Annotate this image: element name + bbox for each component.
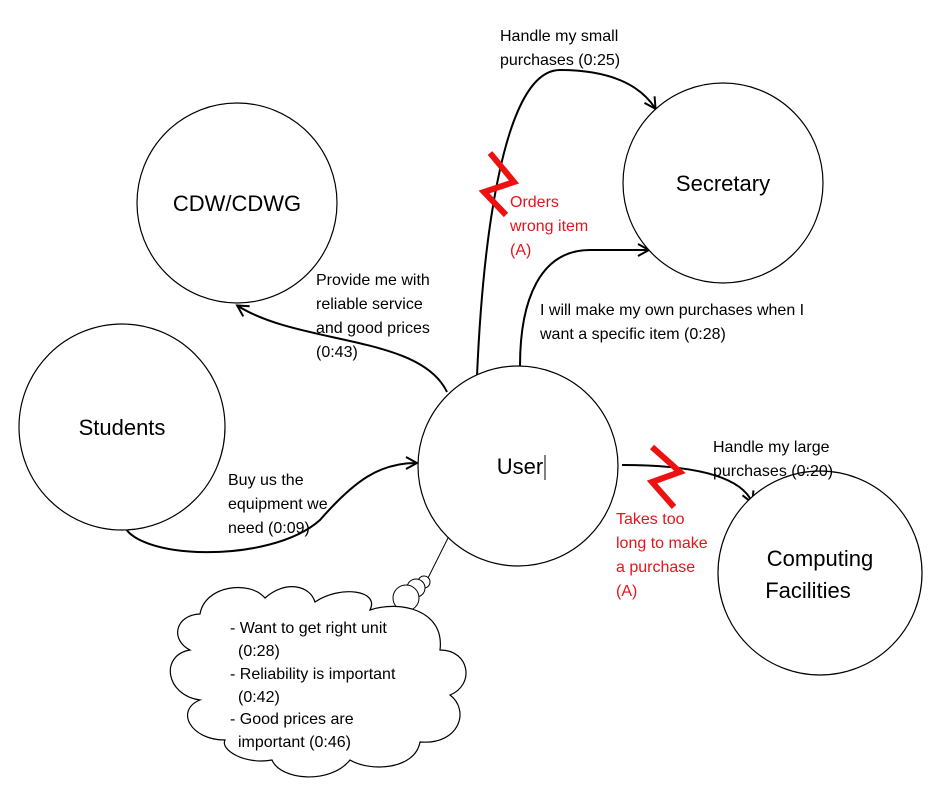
node-cdw: CDW/CDWG: [136, 102, 338, 304]
label-line: want a specific item (0:28): [539, 326, 726, 343]
label-line: Provide me with: [316, 272, 430, 289]
label-line: Orders: [510, 194, 559, 211]
breakdown-bolt-icon: [646, 444, 686, 509]
label-line: long to make: [616, 535, 708, 552]
node-user: User: [417, 365, 619, 567]
node-computing-label-2: Facilities: [765, 578, 851, 603]
label-line: equipment we: [228, 496, 328, 513]
node-secretary: Secretary: [622, 82, 824, 284]
label-line: Takes too: [616, 511, 685, 528]
label-line: wrong item: [509, 218, 588, 235]
thought-cloud: - Want to get right unit (0:28) - Reliab…: [169, 537, 467, 778]
thought-line: important (0:46): [238, 734, 351, 751]
node-secretary-label: Secretary: [676, 171, 770, 196]
label-line: need (0:09): [228, 520, 310, 537]
thought-line: - Reliability is important: [230, 666, 396, 683]
thought-line: - Good prices are: [230, 711, 354, 728]
label-line: (A): [616, 583, 637, 600]
thought-line: (0:42): [238, 689, 280, 706]
label-line: and good prices: [316, 320, 430, 337]
breakdown-orders-wrong: Orders wrong item (A): [509, 194, 588, 259]
label-line: purchases (0:25): [500, 52, 620, 69]
label-students-buy: Buy us the equipment we need (0:09): [228, 472, 328, 537]
label-small-purchases: Handle my small purchases (0:25): [500, 28, 620, 69]
label-line: Handle my small: [500, 28, 618, 45]
node-computing-label-1: Computing: [767, 546, 873, 571]
breakdown-bolt-icon: [478, 151, 520, 218]
label-line: (A): [510, 242, 531, 259]
label-line: purchases (0:20): [713, 463, 833, 480]
label-line: (0:43): [316, 344, 358, 361]
label-line: reliable service: [316, 296, 423, 313]
node-user-label: User: [497, 454, 543, 479]
label-line: Buy us the: [228, 472, 304, 489]
label-line: I will make my own purchases when I: [540, 302, 804, 319]
edge-user-to-secretary-own: [519, 250, 648, 367]
label-cdw-service: Provide me with reliable service and goo…: [316, 272, 430, 361]
thought-line: (0:28): [238, 643, 280, 660]
label-line: a purchase: [616, 559, 695, 576]
edge-students-to-user: [122, 463, 416, 554]
node-computing: Computing Facilities: [717, 470, 923, 676]
thought-line: - Want to get right unit: [230, 620, 387, 637]
node-students-label: Students: [79, 415, 166, 440]
edge-user-to-secretary-small: [476, 68, 655, 377]
node-students: Students: [18, 323, 226, 531]
edge-user-to-computing: [621, 464, 752, 502]
node-cdw-label: CDW/CDWG: [173, 191, 301, 216]
label-large-purchases: Handle my large purchases (0:20): [713, 439, 833, 480]
label-line: Handle my large: [713, 439, 830, 456]
label-own-purchases: I will make my own purchases when I want…: [539, 302, 804, 343]
edge-user-to-cdw: [238, 306, 448, 393]
breakdown-takes-too-long: Takes too long to make a purchase (A): [616, 511, 708, 600]
